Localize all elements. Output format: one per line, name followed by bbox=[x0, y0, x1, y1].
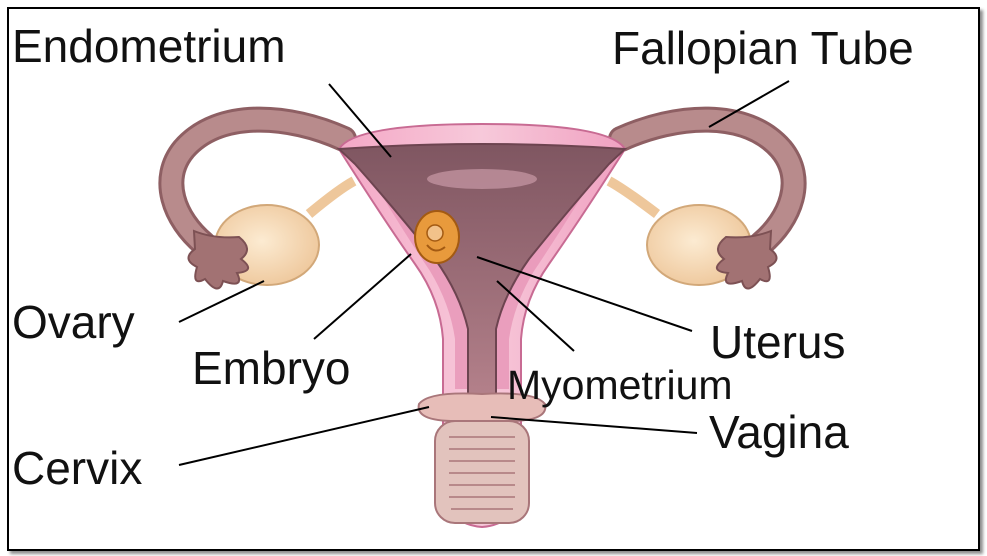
diagram-frame: Endometrium Fallopian Tube Ovary Embryo … bbox=[7, 7, 980, 551]
label-ovary: Ovary bbox=[12, 299, 135, 345]
uterus-illustration bbox=[9, 9, 978, 549]
embryo-leader bbox=[314, 254, 411, 339]
label-embryo: Embryo bbox=[192, 345, 350, 391]
left-fimbriae bbox=[188, 231, 248, 289]
cervix-leader bbox=[179, 407, 429, 465]
label-endometrium: Endometrium bbox=[12, 23, 286, 69]
label-fallopian-tube: Fallopian Tube bbox=[612, 25, 914, 71]
right-fimbriae bbox=[717, 231, 777, 289]
label-uterus: Uterus bbox=[710, 319, 845, 365]
label-vagina: Vagina bbox=[709, 409, 849, 455]
ovary-leader bbox=[179, 281, 264, 322]
label-myometrium: Myometrium bbox=[507, 365, 733, 406]
embryo-illustration bbox=[415, 211, 459, 263]
label-cervix: Cervix bbox=[12, 445, 142, 491]
